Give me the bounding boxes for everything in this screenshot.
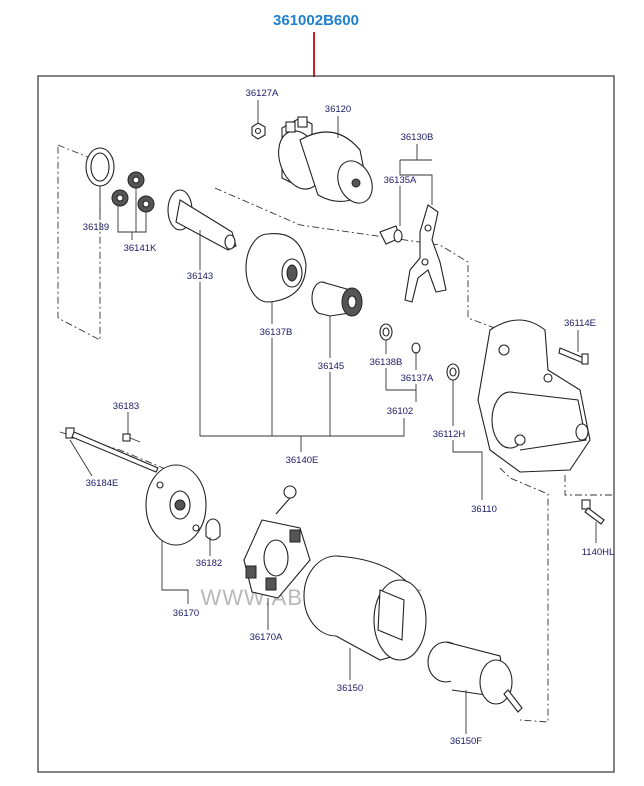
part-36150f-armature[interactable] <box>427 641 523 713</box>
callout-36110[interactable]: 36110 <box>471 504 497 515</box>
callout-36170a[interactable]: 36170A <box>250 632 283 643</box>
part-36110-front-housing[interactable] <box>477 319 591 473</box>
callout-36170[interactable]: 36170 <box>173 608 199 619</box>
callout-36141k[interactable]: 36141K <box>124 243 157 254</box>
callout-36183[interactable]: 36183 <box>113 401 139 412</box>
assembly-number-link[interactable]: 361002B600 <box>273 12 359 29</box>
callout-36150f[interactable]: 36150F <box>450 736 482 747</box>
part-36170a-brush-holder[interactable] <box>243 485 311 599</box>
callout-36138b[interactable]: 36138B <box>370 357 403 368</box>
callout-labels: 36127A 36120 36130B 36135A 36139 36141K … <box>83 88 615 747</box>
part-36170-rear-cover[interactable] <box>145 464 207 546</box>
part-36137a-clip[interactable] <box>411 342 421 354</box>
callout-36114e[interactable]: 36114E <box>564 318 596 329</box>
part-36130b-shift-lever[interactable] <box>404 204 447 303</box>
callout-36139[interactable]: 36139 <box>83 222 109 233</box>
part-36127a-nut[interactable] <box>251 122 266 140</box>
diagram-frame <box>37 75 615 773</box>
callout-36150[interactable]: 36150 <box>337 683 363 694</box>
callout-36102[interactable]: 36102 <box>387 406 413 417</box>
part-36135a-plunger[interactable] <box>379 225 403 245</box>
part-1140hl-bolt[interactable] <box>581 499 605 525</box>
callout-36182[interactable]: 36182 <box>196 558 222 569</box>
callout-36140e[interactable]: 36140E <box>286 455 319 466</box>
callout-36112h[interactable]: 36112H <box>433 429 466 440</box>
callout-1140hl[interactable]: 1140HL <box>582 547 615 558</box>
callout-36130b[interactable]: 36130B <box>401 132 434 143</box>
part-36182-bushing[interactable] <box>205 518 221 541</box>
callout-36135a[interactable]: 36135A <box>384 175 417 186</box>
part-36112h-bushing[interactable] <box>446 363 460 381</box>
callout-36184e[interactable]: 36184E <box>86 478 119 489</box>
part-36184e-through-bolt[interactable] <box>65 427 159 473</box>
part-36137b-internal-gear[interactable] <box>245 233 307 303</box>
part-36143-shaft[interactable] <box>167 189 237 251</box>
callout-36143[interactable]: 36143 <box>187 271 213 282</box>
part-36139-ring[interactable] <box>85 147 115 187</box>
part-36150-yoke[interactable] <box>303 555 427 661</box>
callout-36137a[interactable]: 36137A <box>401 373 434 384</box>
part-36145-pinion[interactable] <box>311 281 363 317</box>
callout-36120[interactable]: 36120 <box>325 104 351 115</box>
part-36120-solenoid[interactable] <box>271 116 379 209</box>
leader-lines <box>69 100 597 734</box>
part-36183-screw[interactable] <box>122 433 141 443</box>
callout-36137b[interactable]: 36137B <box>260 327 293 338</box>
part-36138b-washer[interactable] <box>379 323 393 341</box>
part-36114e-bolt[interactable] <box>558 347 589 365</box>
callout-36145[interactable]: 36145 <box>318 361 344 372</box>
callout-36127a[interactable]: 36127A <box>246 88 279 99</box>
